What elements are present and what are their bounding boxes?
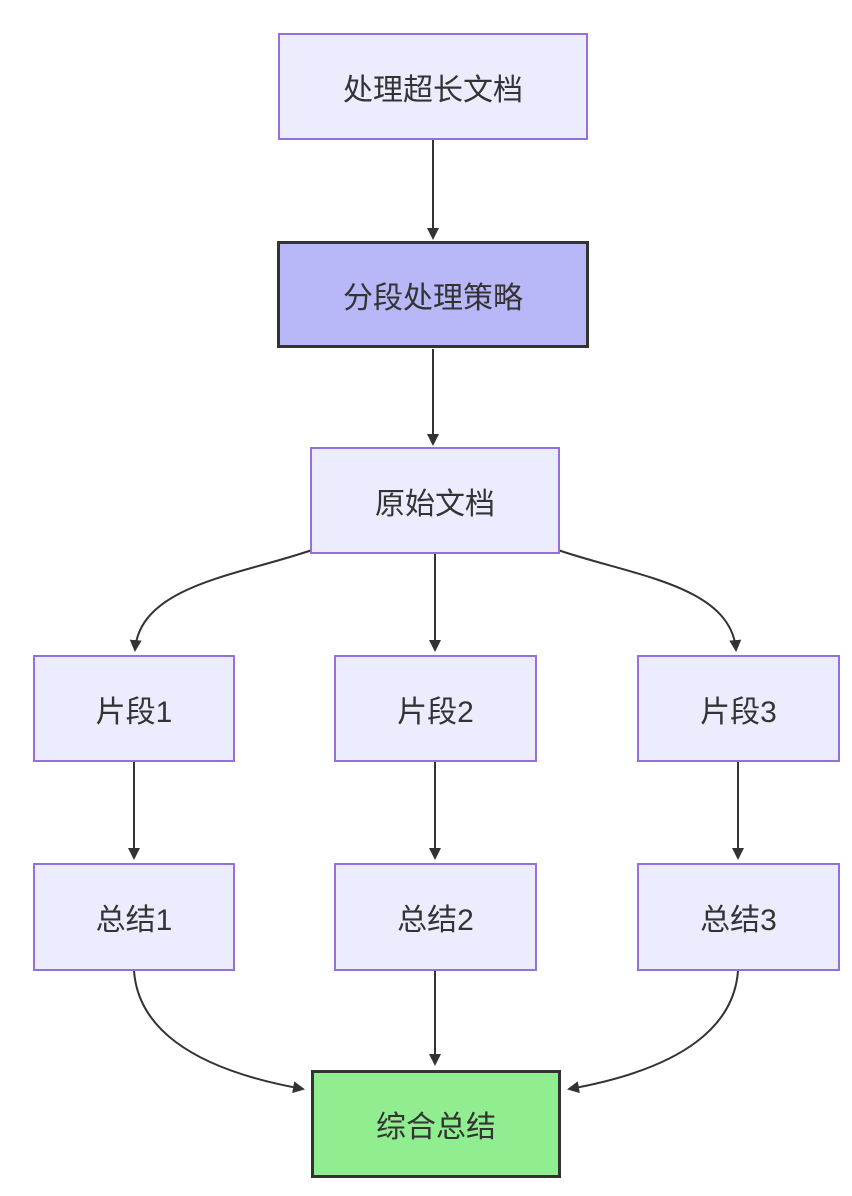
node-label: 总结2 [397,904,474,937]
node-label: 总结3 [700,904,777,937]
node-process-long-document: 处理超长文档 [278,33,588,140]
node-label: 综合总结 [376,1111,496,1144]
edge-doc-seg3 [557,549,742,652]
node-summary-1: 总结1 [33,863,235,971]
node-fragment-2: 片段2 [334,655,537,762]
node-label: 原始文档 [375,487,495,521]
node-original-document: 原始文档 [310,447,560,554]
node-summary-2: 总结2 [334,863,537,971]
node-segmentation-strategy: 分段处理策略 [277,241,589,348]
node-label: 处理超长文档 [343,73,523,107]
node-label: 片段3 [700,695,777,729]
edge-sum3-final [567,970,739,1094]
node-combined-summary: 综合总结 [311,1070,561,1178]
node-label: 片段1 [95,695,173,729]
edge-doc-seg1 [129,549,313,652]
node-label: 片段2 [397,695,474,729]
node-label: 分段处理策略 [343,281,523,315]
edge-sum1-final [133,970,305,1094]
node-label: 总结1 [95,904,173,937]
node-summary-3: 总结3 [637,863,840,971]
node-fragment-1: 片段1 [33,655,235,762]
node-fragment-3: 片段3 [637,655,840,762]
